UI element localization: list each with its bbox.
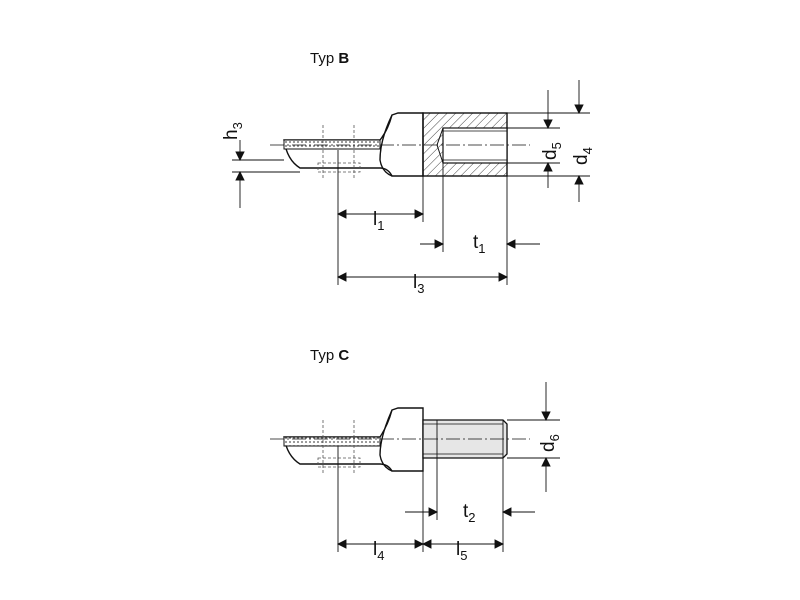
typ-b-title: Typ B — [310, 50, 349, 67]
dim-d5: d5 — [540, 142, 564, 160]
dim-t1: t1 — [473, 232, 486, 256]
typ-b-lever-body — [283, 112, 424, 178]
typ-c-dimension-lines — [336, 382, 560, 552]
typ-c-view: Typ C — [270, 347, 562, 563]
dim-t2: t2 — [463, 501, 476, 525]
typ-b-view: Typ B — [221, 50, 595, 296]
dim-l4: l4 — [373, 539, 384, 563]
dim-l5: l5 — [456, 539, 467, 563]
dim-l1: l1 — [373, 209, 384, 233]
dim-h3: h3 — [221, 122, 245, 140]
dim-l3: l3 — [413, 272, 424, 296]
typ-c-title: Typ C — [310, 347, 349, 364]
typ-b-threaded-sleeve — [422, 112, 508, 177]
typ-b-dimension-lines — [232, 80, 590, 285]
dim-d4: d4 — [571, 147, 595, 165]
dim-d6: d6 — [538, 434, 562, 452]
typ-c-lever-body — [283, 407, 424, 474]
